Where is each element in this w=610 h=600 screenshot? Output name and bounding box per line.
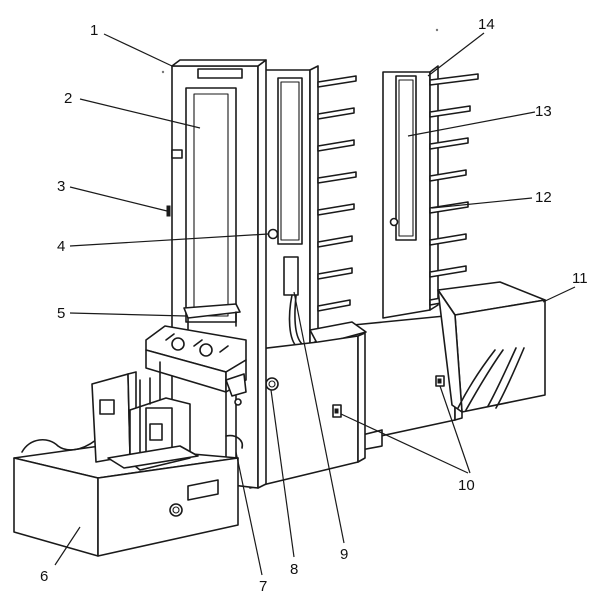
callout-13: 13 — [535, 103, 552, 120]
leader-13 — [407, 111, 536, 137]
cable-box-9 — [283, 256, 299, 296]
leader-14 — [427, 32, 485, 77]
right-tower-bin-shelves — [429, 73, 479, 306]
middle-bin-tower — [259, 65, 367, 353]
leader-5 — [69, 312, 187, 317]
callout-1: 1 — [90, 22, 98, 39]
callout-6: 6 — [40, 568, 48, 585]
leader-1 — [103, 33, 173, 67]
leader-8 — [270, 389, 295, 558]
callout-3: 3 — [57, 178, 65, 195]
callout-4: 4 — [57, 238, 65, 255]
front-clamp-assembly-7 — [145, 325, 247, 471]
callout-8: 8 — [290, 561, 298, 578]
base-display — [187, 479, 219, 501]
knob-4 — [267, 228, 279, 240]
callout-labels: 1 2 3 4 5 6 7 8 9 10 11 12 13 14 — [40, 16, 588, 595]
leader-2 — [79, 98, 201, 129]
leader-9 — [293, 291, 345, 544]
right-tower-window-13 — [395, 75, 417, 241]
callout-11: 11 — [572, 270, 588, 287]
callout-12: 12 — [535, 189, 552, 206]
leader-10b — [439, 385, 471, 474]
right-bin-tower — [382, 65, 479, 319]
leader-11 — [542, 286, 576, 303]
leader-lines — [54, 32, 576, 576]
middle-tower-window — [277, 77, 303, 245]
leader-6 — [54, 526, 81, 566]
side-cabinet-11 — [437, 281, 546, 413]
leader-7 — [235, 451, 263, 576]
stray-mark — [161, 70, 165, 74]
side-latch-3 — [166, 205, 171, 217]
base-knob — [169, 503, 183, 517]
knob-8 — [265, 377, 279, 391]
stray-mark — [435, 28, 439, 32]
middle-base-cabinet — [249, 332, 366, 489]
callout-7: 7 — [259, 578, 267, 595]
callout-2: 2 — [64, 90, 72, 107]
leader-12 — [431, 197, 533, 209]
middle-tower-bin-shelves — [317, 75, 357, 312]
leader-10a — [340, 413, 469, 474]
callout-10: 10 — [458, 477, 475, 494]
leader-3 — [69, 186, 168, 212]
callout-14: 14 — [478, 16, 495, 33]
feeder-unit — [91, 371, 199, 471]
callout-9: 9 — [340, 546, 348, 563]
callout-5: 5 — [57, 305, 65, 322]
lift-bar-5 — [183, 303, 241, 331]
top-label-plate — [197, 68, 243, 79]
leader-4 — [69, 233, 269, 247]
